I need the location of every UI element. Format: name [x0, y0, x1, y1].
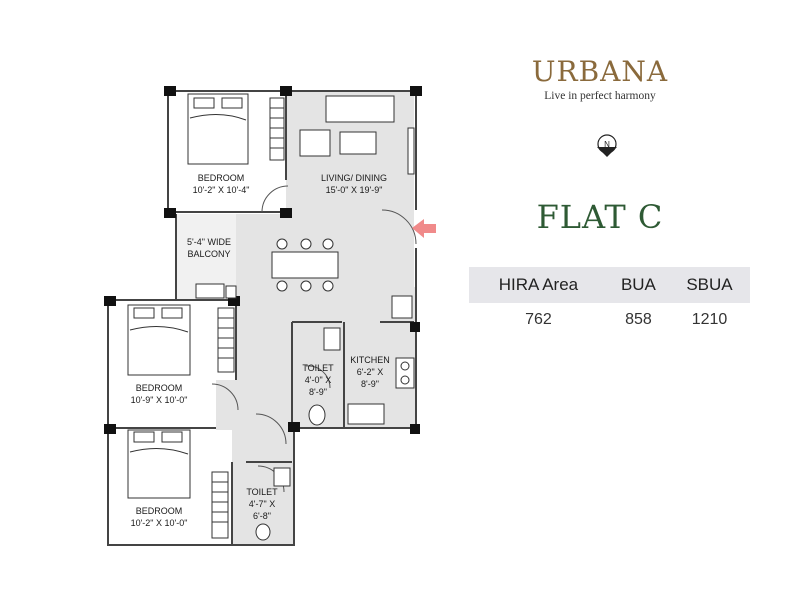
entry-arrow-icon [412, 219, 436, 238]
room-name: LIVING/ DINING [320, 173, 387, 183]
area-table-row: 762 858 1210 [469, 303, 750, 337]
balcony-label: 5'-4" WIDE BALCONY [178, 236, 240, 260]
bed-top [187, 93, 249, 165]
room-size-line2: 8'-9" [309, 387, 327, 397]
bedroom-middle-label: BEDROOM 10'-9" X 10'-0" [124, 382, 194, 406]
kitchen-counter [347, 295, 415, 425]
sofa [299, 95, 415, 175]
room-name: 5'-4" WIDE [187, 237, 231, 247]
room-name: TOILET [302, 363, 334, 373]
room-size: 10'-9" X 10'-0" [130, 395, 188, 405]
north-arrow-icon: N [597, 134, 617, 157]
bed-bottom [127, 429, 191, 499]
sbua-header: SBUA [669, 267, 750, 303]
bua-value: 858 [625, 311, 652, 328]
room-name: BEDROOM [135, 506, 183, 516]
toilet-middle-label: TOILET 4'-0" X 8'-9" [296, 362, 340, 398]
hira-area-header: HIRA Area [469, 267, 608, 303]
structural-columns [104, 86, 422, 434]
walls [107, 90, 417, 546]
brand-block: URBANA Live in perfect harmony [520, 55, 680, 103]
room-name: TOILET [246, 487, 278, 497]
room-name: BEDROOM [135, 383, 183, 393]
bua-header: BUA [607, 267, 669, 303]
room-name: BEDROOM [197, 173, 245, 183]
room-name: KITCHEN [350, 355, 390, 365]
toilet-bottom-label: TOILET 4'-7" X 6'-8" [240, 486, 284, 522]
brand-logo: URBANA [531, 55, 669, 88]
bed-middle [127, 304, 191, 376]
flat-title: FLAT C [536, 198, 664, 236]
kitchen-label: KITCHEN 6'-2" X 8'-9" [346, 354, 394, 390]
area-table: HIRA Area BUA SBUA 762 858 1210 [469, 267, 750, 337]
room-name-line2: BALCONY [187, 249, 231, 259]
bedroom-bottom-label: BEDROOM 10'-2" X 10'-0" [124, 505, 194, 529]
toilet-fixtures [195, 283, 341, 541]
room-size: 10'-2" X 10'-0" [130, 518, 188, 528]
hira-area-value: 762 [525, 311, 552, 328]
sbua-value: 1210 [691, 311, 728, 328]
room-size: 4'-0" X [304, 375, 332, 385]
wardrobes [211, 97, 285, 539]
compass-label: N [604, 140, 610, 149]
dining-table [271, 238, 339, 292]
room-size: 10'-2" X 10'-4" [192, 185, 250, 195]
brand-tagline: Live in perfect harmony [544, 90, 656, 102]
room-size: 6'-2" X [356, 367, 384, 377]
area-table-header-row: HIRA Area BUA SBUA [469, 267, 750, 303]
room-size: 15'-0" X 19'-9" [325, 185, 383, 195]
room-size: 4'-7" X [248, 499, 276, 509]
living-dining-label: LIVING/ DINING 15'-0" X 19'-9" [314, 172, 394, 196]
room-size-line2: 8'-9" [361, 379, 379, 389]
room-size-line2: 6'-8" [253, 511, 271, 521]
bedroom-top-label: BEDROOM 10'-2" X 10'-4" [186, 172, 256, 196]
